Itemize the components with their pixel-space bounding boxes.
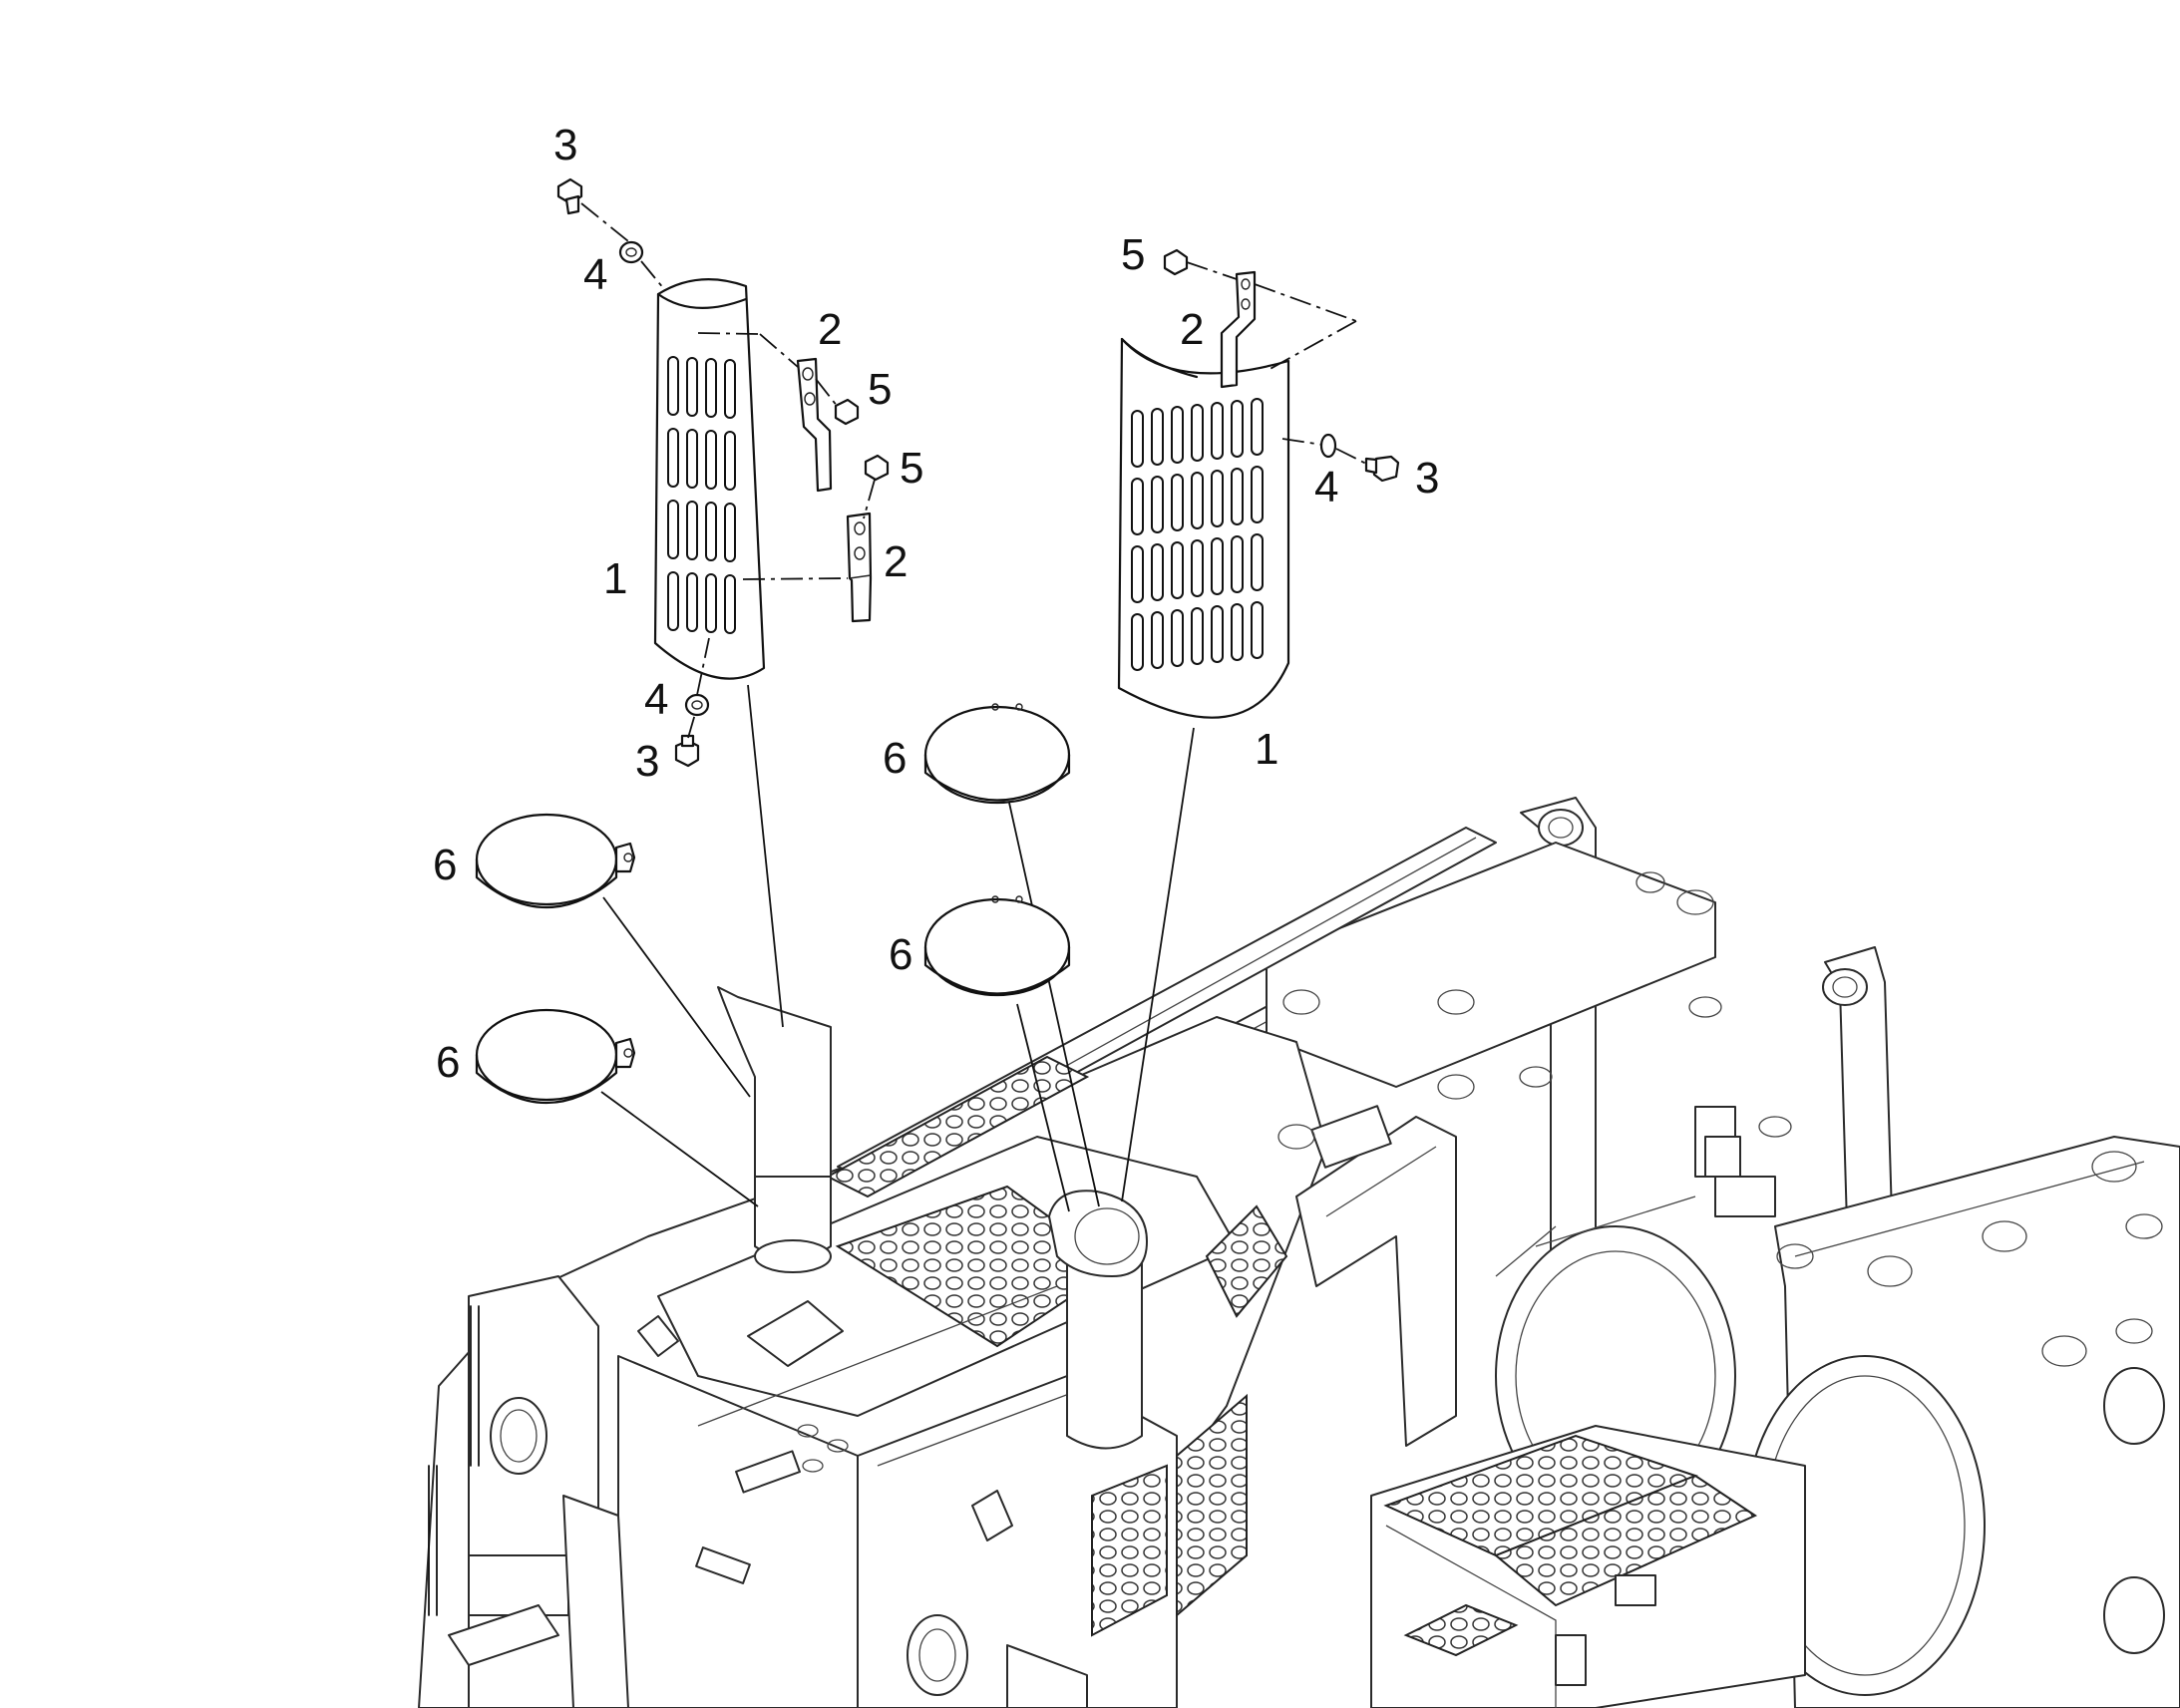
callout-5-right: 5: [1121, 230, 1145, 279]
shield-slot: [1191, 607, 1204, 665]
bolt-right: [1364, 455, 1400, 483]
shield-slot: [686, 429, 698, 489]
shield-slot: [1131, 545, 1144, 603]
bracket-right: [1220, 270, 1257, 389]
shield-right-slots: [1131, 398, 1264, 671]
bolt-left-bottom: [674, 734, 700, 768]
callout-1-left: 1: [603, 554, 627, 603]
machine-frame: [418, 797, 2180, 1708]
shield-slot: [1231, 400, 1244, 458]
clamp-left-lower: [475, 1008, 636, 1105]
shield-slot: [724, 359, 736, 419]
washer-top: [618, 240, 644, 264]
shield-slot: [1191, 472, 1204, 529]
shield-slot: [1211, 470, 1224, 527]
shield-slot: [667, 428, 679, 488]
shield-slot: [1131, 410, 1144, 468]
heat-shield-right: [1117, 337, 1290, 719]
nut-left-upper: [834, 398, 860, 426]
bracket-left-lower: [846, 512, 873, 623]
exhaust-stack-center: [1048, 1190, 1148, 1450]
bolt-top: [556, 177, 583, 215]
alignment-lines: [580, 202, 1369, 739]
shield-slot: [1251, 398, 1264, 456]
callout-6-center-upper: 6: [883, 734, 907, 783]
callout-3-right: 3: [1415, 454, 1439, 503]
shield-slot: [1231, 603, 1244, 661]
shield-slot: [705, 573, 717, 633]
shield-slot: [686, 357, 698, 417]
clamp-center-upper: [923, 703, 1071, 805]
callout-6-left-lower: 6: [436, 1038, 460, 1087]
leader-lines: [600, 684, 1195, 1212]
callout-4-right: 4: [1314, 463, 1338, 512]
callout-3-top: 3: [553, 121, 577, 170]
shield-slot: [1151, 408, 1164, 466]
shield-slot: [686, 501, 698, 560]
shield-slot: [667, 500, 679, 559]
callout-5-left-upper: 5: [868, 365, 892, 414]
shield-slot: [1171, 609, 1184, 667]
shield-slot: [1171, 474, 1184, 531]
shield-slot: [686, 572, 698, 632]
shield-slot: [1251, 533, 1264, 591]
shield-slot: [1191, 539, 1204, 597]
bracket-left-upper: [796, 357, 833, 493]
shield-slot: [1171, 406, 1184, 464]
nut-right: [1163, 248, 1189, 276]
shield-slot: [724, 431, 736, 491]
shield-slot: [705, 358, 717, 418]
nut-left-lower: [864, 454, 890, 482]
shield-slot: [705, 502, 717, 561]
callout-2-left-lower: 2: [884, 537, 908, 586]
shield-slot: [1151, 476, 1164, 533]
callout-4-top: 4: [583, 250, 607, 299]
callout-2-left-upper: 2: [818, 305, 842, 354]
shield-slot: [1231, 468, 1244, 525]
shield-slot: [1151, 543, 1164, 601]
callout-6-center-lower: 6: [889, 930, 912, 979]
shield-slot: [1151, 611, 1164, 669]
shield-slot: [1171, 541, 1184, 599]
callout-labels: 3 4 2 5 5 2 1 4 3 5 2 4 3 1 6 6 6 6: [433, 121, 1439, 1087]
clamp-left-upper: [475, 813, 636, 909]
washer-right: [1319, 433, 1337, 459]
callout-1-right: 1: [1255, 725, 1278, 774]
shield-slot: [705, 430, 717, 490]
shield-slot: [1131, 613, 1144, 671]
shield-slot: [1131, 478, 1144, 535]
shield-left-slots: [667, 356, 736, 634]
shield-slot: [1211, 605, 1224, 663]
shield-slot: [1251, 466, 1264, 523]
callout-2-right: 2: [1180, 305, 1204, 354]
shield-slot: [1211, 537, 1224, 595]
shield-slot: [1211, 402, 1224, 460]
shield-slot: [667, 356, 679, 416]
shield-slot: [724, 503, 736, 562]
callout-6-left-upper: 6: [433, 841, 457, 889]
washer-left-bottom: [684, 693, 710, 717]
callout-5-left-lower: 5: [900, 444, 923, 493]
shield-slot: [667, 571, 679, 631]
exhaust-stack-left: [717, 986, 832, 1273]
shield-slot: [724, 574, 736, 634]
shield-slot: [1251, 601, 1264, 659]
shield-slot: [1191, 404, 1204, 462]
shield-slot: [1231, 535, 1244, 593]
callout-4-left-bottom: 4: [644, 675, 668, 724]
heat-shield-left: [653, 278, 766, 680]
clamp-center-lower: [923, 895, 1071, 997]
callout-3-left-bottom: 3: [635, 737, 659, 786]
